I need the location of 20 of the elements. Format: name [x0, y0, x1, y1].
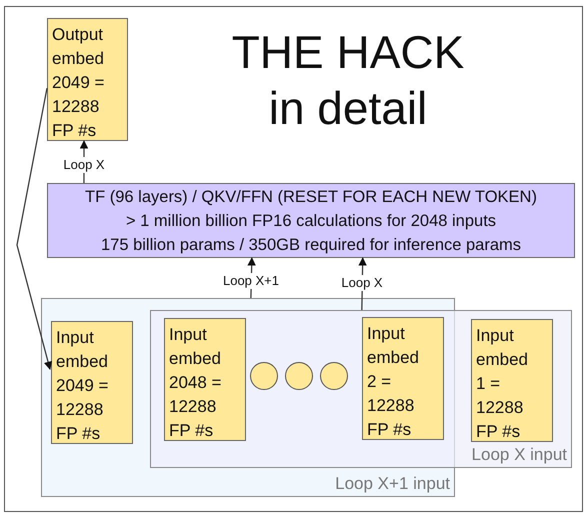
arrow	[16, 88, 52, 370]
group-label: Loop X+1 input	[335, 473, 450, 495]
band-text: TF (96 layers) / QKV/FFN (RESET FOR EACH NEW TOKEN)	[85, 186, 537, 208]
card-text: Input embed 2 = 12288 FP #s	[367, 323, 420, 441]
card-text: Input embed 2049 = 12288 FP #s	[56, 327, 110, 445]
card-text: Output embed 2049 = 12288 FP #s	[52, 24, 106, 142]
edge-label: Loop X	[61, 157, 107, 173]
card-text: Input embed 2048 = 12288 FP #s	[169, 324, 222, 442]
embed-card	[164, 318, 246, 441]
embed-card	[471, 319, 553, 442]
embed-card	[362, 317, 444, 440]
title: THE HACK in detail	[230, 25, 466, 136]
band-text: > 1 million billion FP16 calculations for 2048 inputs	[126, 210, 496, 232]
card-text: Input embed 1 = 12288 FP #s	[476, 325, 529, 443]
embed-card	[47, 18, 128, 141]
edge-label: Loop X	[339, 275, 385, 291]
group-label: Loop X input	[472, 444, 567, 466]
band-text: 175 billion params / 350GB required for inference params	[100, 234, 522, 256]
embed-card	[51, 321, 133, 444]
process-band	[47, 183, 575, 258]
